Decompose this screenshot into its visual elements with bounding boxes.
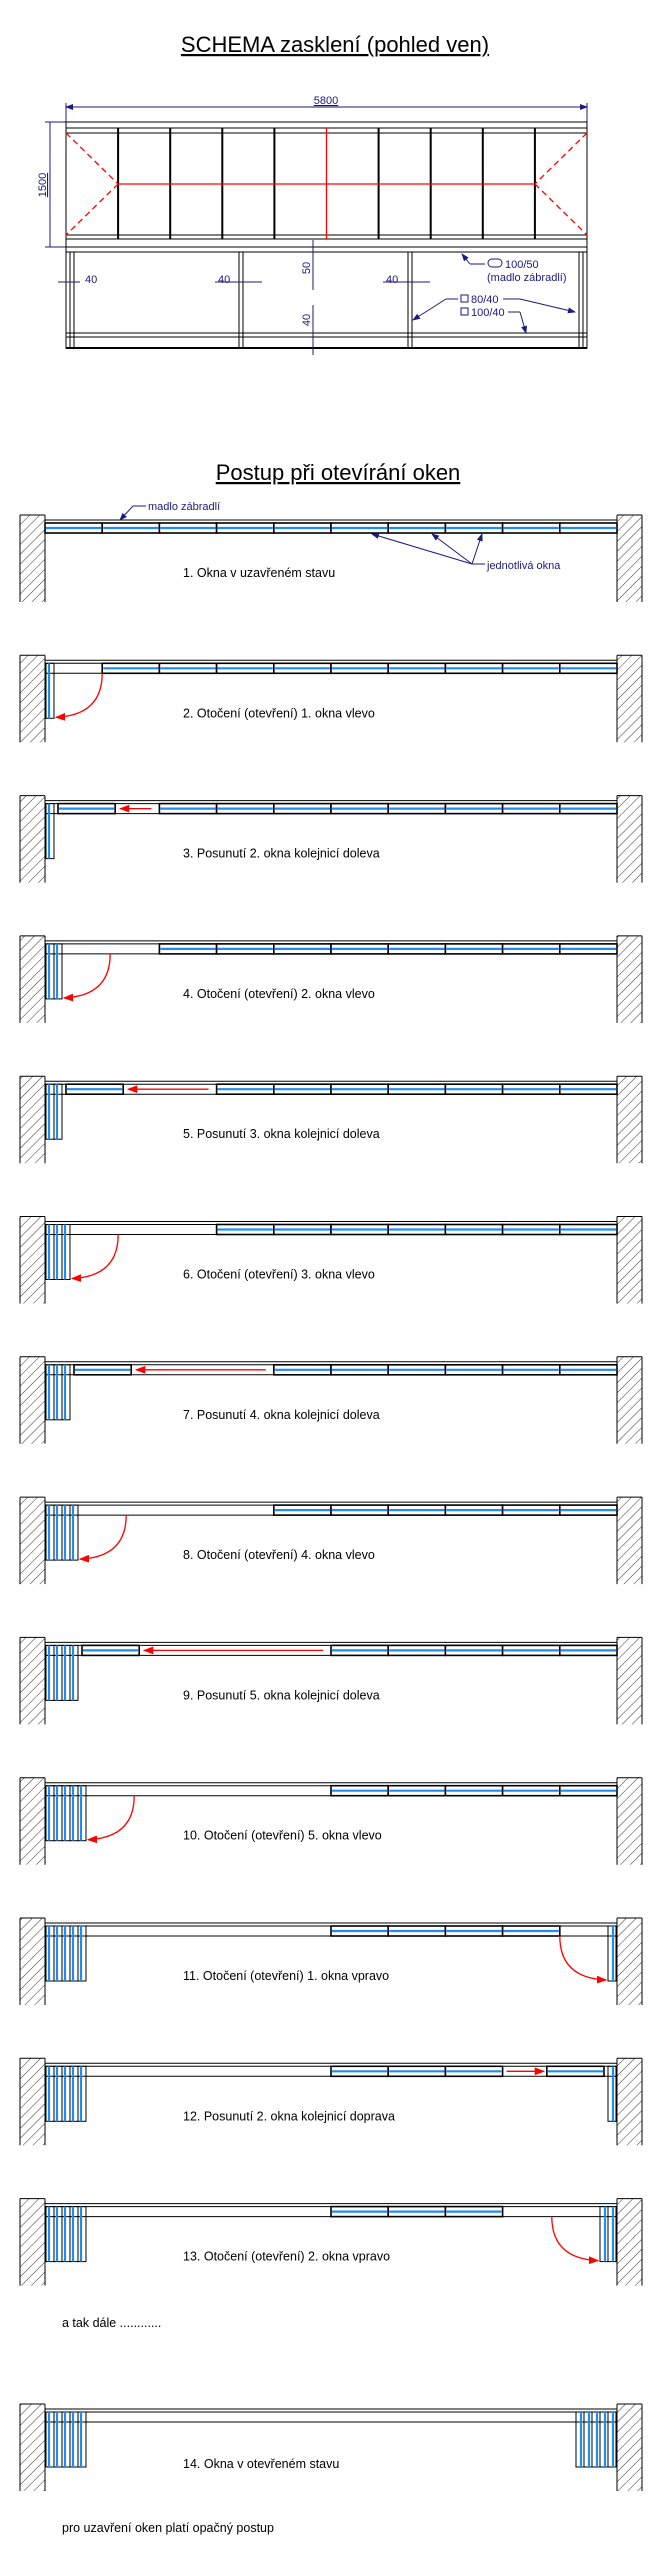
handrail-leader: [119, 505, 134, 521]
procedure-steps: 1. Okna v uzavřeném stavu 2. Otočení (ote…: [19, 505, 643, 2491]
left-wall: [20, 795, 45, 883]
left-wall: [20, 2404, 45, 2491]
rotation-arc: [70, 1234, 119, 1282]
step-1: 1. Okna v uzavřeném stavu: [19, 514, 643, 602]
left-wall: [20, 1216, 45, 1304]
handrail-profile: 100/50: [505, 259, 539, 271]
step-caption: 11. Otočení (otevření) 1. okna vpravo: [183, 1969, 389, 1983]
final-step-caption: 14. Okna v otevřeném stavu: [183, 2457, 339, 2471]
right-wall: [617, 1777, 642, 1865]
oval-profile-icon: [487, 258, 503, 268]
right-wall: [617, 1356, 642, 1444]
left-wall: [20, 1918, 45, 2005]
left-wall: [20, 935, 45, 1023]
profile-100-40: 100/40: [471, 307, 505, 319]
width-dimension: 5800: [314, 95, 338, 107]
step-caption: 12. Posunutí 2. okna kolejnicí doprava: [183, 2109, 395, 2123]
gap-dimension-top: 50: [301, 262, 313, 274]
right-wall: [617, 1497, 642, 1585]
square-profile-icon: [460, 307, 469, 316]
left-wall: [20, 1076, 45, 1164]
step-caption: 3. Posunutí 2. okna kolejnicí doleva: [183, 847, 380, 861]
schema-title: SCHEMA zasklení (pohled ven): [181, 32, 489, 57]
windows-leader: [471, 533, 483, 565]
step-4: 4. Otočení (otevření) 2. okna vlevo: [19, 935, 643, 1023]
right-wall: [617, 1216, 642, 1304]
left-wall: [20, 1356, 45, 1444]
left-wall: [20, 2058, 45, 2146]
step-8: 8. Otočení (otevření) 4. okna vlevo: [19, 1496, 643, 1585]
left-wall: [20, 2198, 45, 2286]
leader: [519, 311, 527, 334]
rotation-arc: [54, 673, 103, 721]
right-wall: [617, 2058, 642, 2146]
step-6: 6. Otočení (otevření) 3. okna vlevo: [19, 1216, 643, 1304]
post-dimension-1: 40: [85, 274, 97, 286]
left-wall: [20, 515, 45, 602]
height-dimension: 1500: [37, 173, 49, 197]
right-wall: [617, 2404, 642, 2491]
right-wall: [617, 1918, 642, 2005]
rotation-arc: [62, 953, 111, 1002]
step-caption: 7. Posunutí 4. okna kolejnicí doleva: [183, 1408, 380, 1422]
step-caption: 2. Otočení (otevření) 1. okna vlevo: [183, 706, 375, 720]
right-wall: [617, 795, 642, 883]
etc-text: a tak dále ............: [62, 2316, 161, 2330]
step-final: [19, 2403, 643, 2491]
closing-note: pro uzavření oken platí opačný postup: [62, 2521, 274, 2535]
rotation-arc: [551, 2216, 600, 2265]
square-profile-icon: [460, 294, 469, 303]
right-wall: [617, 655, 642, 743]
left-wall: [20, 1637, 45, 1725]
handrail-label: (madlo zábradlí): [487, 272, 566, 284]
post-dimension-2: 40: [218, 274, 230, 286]
step-caption: 8. Otočení (otevření) 4. okna vlevo: [183, 1548, 375, 1562]
post-dimension-3: 40: [386, 274, 398, 286]
hinge-indicator: [534, 183, 588, 236]
step-caption: 9. Posunutí 5. okna kolejnicí doleva: [183, 1688, 380, 1702]
profile-80-40: 80/40: [471, 294, 499, 306]
step-caption: 5. Posunutí 3. okna kolejnicí doleva: [183, 1127, 380, 1141]
step-7: 7. Posunutí 4. okna kolejnicí doleva: [19, 1356, 643, 1444]
step-3: 3. Posunutí 2. okna kolejnicí doleva: [19, 795, 643, 883]
windows-callout: jednotlivá okna: [486, 560, 561, 572]
schema-drawing: [45, 103, 588, 355]
step-caption: 13. Otočení (otevření) 2. okna vpravo: [183, 2250, 390, 2264]
rotation-arc: [559, 1935, 608, 1984]
gap-dimension-bottom: 40: [301, 314, 313, 326]
leader: [519, 298, 576, 314]
step-9: 9. Posunutí 5. okna kolejnicí doleva: [19, 1636, 643, 1725]
hinge-indicator: [65, 132, 119, 185]
hinge-indicator: [534, 132, 588, 185]
right-wall: [617, 935, 642, 1023]
step-caption: 1. Okna v uzavřeném stavu: [183, 566, 335, 580]
left-wall: [20, 1497, 45, 1585]
step-caption: 4. Otočení (otevření) 2. okna vlevo: [183, 987, 375, 1001]
rotation-arc: [78, 1515, 127, 1563]
right-wall: [617, 1076, 642, 1164]
left-wall: [20, 1777, 45, 1865]
windows-leader: [431, 533, 473, 565]
step-caption: 10. Otočení (otevření) 5. okna vlevo: [183, 1829, 382, 1843]
left-wall: [20, 655, 45, 743]
step-13: 13. Otočení (otevření) 2. okna vpravo: [19, 2198, 643, 2286]
step-5: 5. Posunutí 3. okna kolejnicí doleva: [19, 1075, 643, 1164]
procedure-title: Postup při otevírání oken: [216, 460, 461, 485]
handrail-callout: madlo zábradlí: [148, 501, 220, 513]
step-10: 10. Otočení (otevření) 5. okna vlevo: [19, 1777, 643, 1865]
step-2: 2. Otočení (otevření) 1. okna vlevo: [19, 654, 643, 743]
windows-leader: [371, 533, 473, 565]
hinge-indicator: [65, 183, 119, 236]
leader: [461, 253, 471, 265]
leader: [412, 298, 447, 321]
right-wall: [617, 515, 642, 602]
right-wall: [617, 1637, 642, 1725]
step-caption: 6. Otočení (otevření) 3. okna vlevo: [183, 1268, 375, 1282]
rotation-arc: [86, 1795, 135, 1844]
right-wall: [617, 2198, 642, 2286]
step-12: 12. Posunutí 2. okna kolejnicí doprava: [19, 2057, 643, 2146]
step-11: 11. Otočení (otevření) 1. okna vpravo: [19, 1917, 643, 2005]
